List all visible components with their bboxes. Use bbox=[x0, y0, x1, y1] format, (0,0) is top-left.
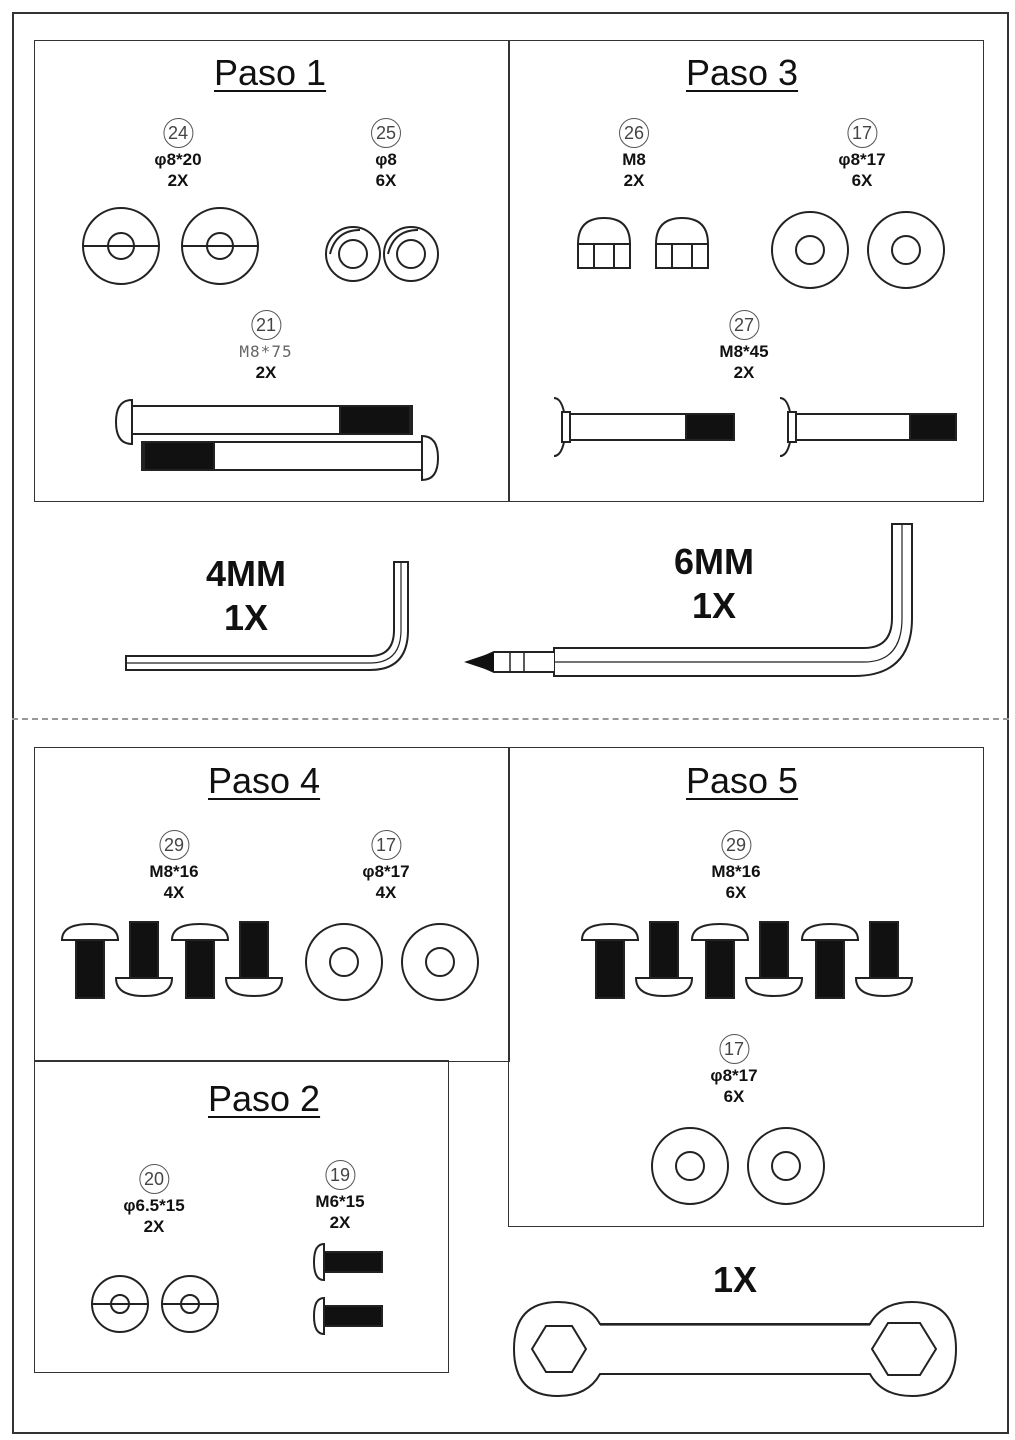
wrench-qty: 1X bbox=[712, 1259, 758, 1300]
bolt-27-icon bbox=[553, 397, 957, 457]
paso3-title: Paso 3 bbox=[686, 52, 799, 93]
flat-washer-17-icon bbox=[651, 1127, 825, 1205]
part-25-label: 25 φ8 6X bbox=[371, 118, 401, 191]
part-qty: 2X bbox=[329, 1213, 351, 1232]
part-number: 17 bbox=[370, 830, 401, 860]
allen-key-4mm-icon bbox=[125, 561, 409, 671]
part-qty: 2X bbox=[167, 171, 189, 190]
part-spec: φ8*17 bbox=[838, 150, 886, 169]
paso4-title: Paso 4 bbox=[208, 760, 321, 801]
allen-key-6mm-screwdriver-icon bbox=[464, 523, 913, 677]
part-qty: 6X bbox=[723, 1087, 745, 1106]
allen-6mm-qty: 1X bbox=[691, 585, 737, 626]
button-bolt-29-icon bbox=[60, 921, 284, 999]
part-21-label: 21 M8*75 2X bbox=[239, 310, 292, 383]
part-24-label: 24 φ8*20 2X bbox=[154, 118, 202, 191]
section-divider bbox=[12, 718, 1009, 720]
part-number: 29 bbox=[720, 830, 751, 860]
allen-6mm-label: 6MM 1X bbox=[674, 540, 754, 628]
allen-6mm-size: 6MM bbox=[674, 541, 754, 582]
part-spec: φ8*17 bbox=[362, 862, 410, 881]
part-number: 19 bbox=[324, 1160, 355, 1190]
part-qty: 6X bbox=[375, 171, 397, 190]
paso5-box bbox=[508, 747, 984, 1227]
hex-wrench-icon bbox=[512, 1300, 958, 1398]
part-number: 24 bbox=[162, 118, 193, 148]
part-number: 29 bbox=[158, 830, 189, 860]
part-qty: 4X bbox=[375, 883, 397, 902]
part-number: 20 bbox=[138, 1164, 169, 1194]
flat-washer-17-icon bbox=[771, 211, 945, 289]
part-20-label: 20 φ6.5*15 2X bbox=[123, 1164, 185, 1237]
part-number: 26 bbox=[619, 118, 649, 148]
part-17-label: 17 φ8*17 6X bbox=[838, 118, 886, 191]
part-spec: φ6.5*15 bbox=[123, 1196, 185, 1215]
part-26-label: 26 M8 2X bbox=[619, 118, 649, 191]
part-spec: φ8 bbox=[375, 150, 397, 169]
bolt-19-icon bbox=[312, 1242, 383, 1336]
part-number: 17 bbox=[846, 118, 877, 148]
part-17-label: 17 φ8*17 6X bbox=[710, 1034, 758, 1107]
part-29-label: 29 M8*16 4X bbox=[149, 830, 199, 903]
part-qty: 6X bbox=[725, 883, 747, 902]
allen-4mm-qty: 1X bbox=[223, 597, 269, 638]
part-number: 17 bbox=[718, 1034, 749, 1064]
part-spec: φ8*17 bbox=[710, 1066, 758, 1085]
page-frame bbox=[12, 12, 1009, 1434]
flat-washer-20-icon bbox=[91, 1275, 219, 1333]
paso2-title: Paso 2 bbox=[208, 1078, 321, 1119]
part-17-label: 17 φ8*17 4X bbox=[362, 830, 410, 903]
part-19-label: 19 M6*15 2X bbox=[315, 1160, 365, 1233]
cap-nut-26-icon bbox=[577, 216, 709, 269]
part-spec: M8*16 bbox=[711, 862, 761, 881]
part-number: 21 bbox=[250, 310, 281, 340]
spring-washer-25-icon bbox=[325, 226, 439, 282]
part-number: 25 bbox=[371, 118, 401, 148]
part-qty: 4X bbox=[163, 883, 185, 902]
part-qty: 6X bbox=[851, 171, 873, 190]
part-spec: M8*45 bbox=[719, 342, 769, 361]
flat-washer-24-icon bbox=[82, 207, 259, 285]
part-spec: M8*16 bbox=[149, 862, 199, 881]
paso1-title: Paso 1 bbox=[214, 52, 327, 93]
paso3-box bbox=[508, 40, 984, 502]
paso1-box bbox=[34, 40, 510, 502]
part-qty: 2X bbox=[255, 363, 277, 382]
paso2-box bbox=[34, 1060, 449, 1373]
part-qty: 2X bbox=[733, 363, 755, 382]
allen-4mm-label: 4MM 1X bbox=[206, 552, 286, 640]
part-spec: M8 bbox=[622, 150, 646, 169]
paso4-box bbox=[34, 747, 510, 1062]
part-number: 27 bbox=[728, 310, 759, 340]
part-spec: M8*75 bbox=[239, 342, 293, 361]
part-qty: 2X bbox=[623, 171, 645, 190]
part-27-label: 27 M8*45 2X bbox=[719, 310, 769, 383]
bolt-21-icon bbox=[114, 398, 440, 482]
paso5-title: Paso 5 bbox=[686, 760, 799, 801]
part-spec: φ8*20 bbox=[154, 150, 202, 169]
part-qty: 2X bbox=[143, 1217, 165, 1236]
flat-washer-17-icon bbox=[305, 923, 479, 1001]
part-spec: M6*15 bbox=[315, 1192, 365, 1211]
button-bolt-29-icon bbox=[580, 921, 914, 999]
allen-4mm-size: 4MM bbox=[206, 553, 286, 594]
part-29-label: 29 M8*16 6X bbox=[711, 830, 761, 903]
